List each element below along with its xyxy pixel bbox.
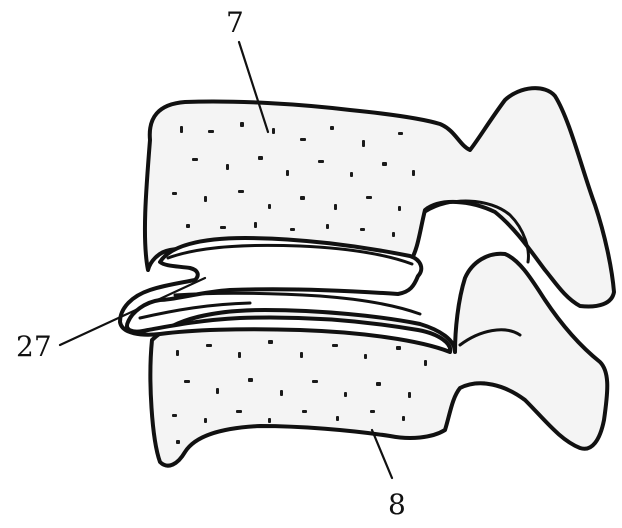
label-27: 27: [16, 330, 52, 363]
label-7: 7: [226, 6, 244, 39]
label-8: 8: [388, 488, 406, 521]
